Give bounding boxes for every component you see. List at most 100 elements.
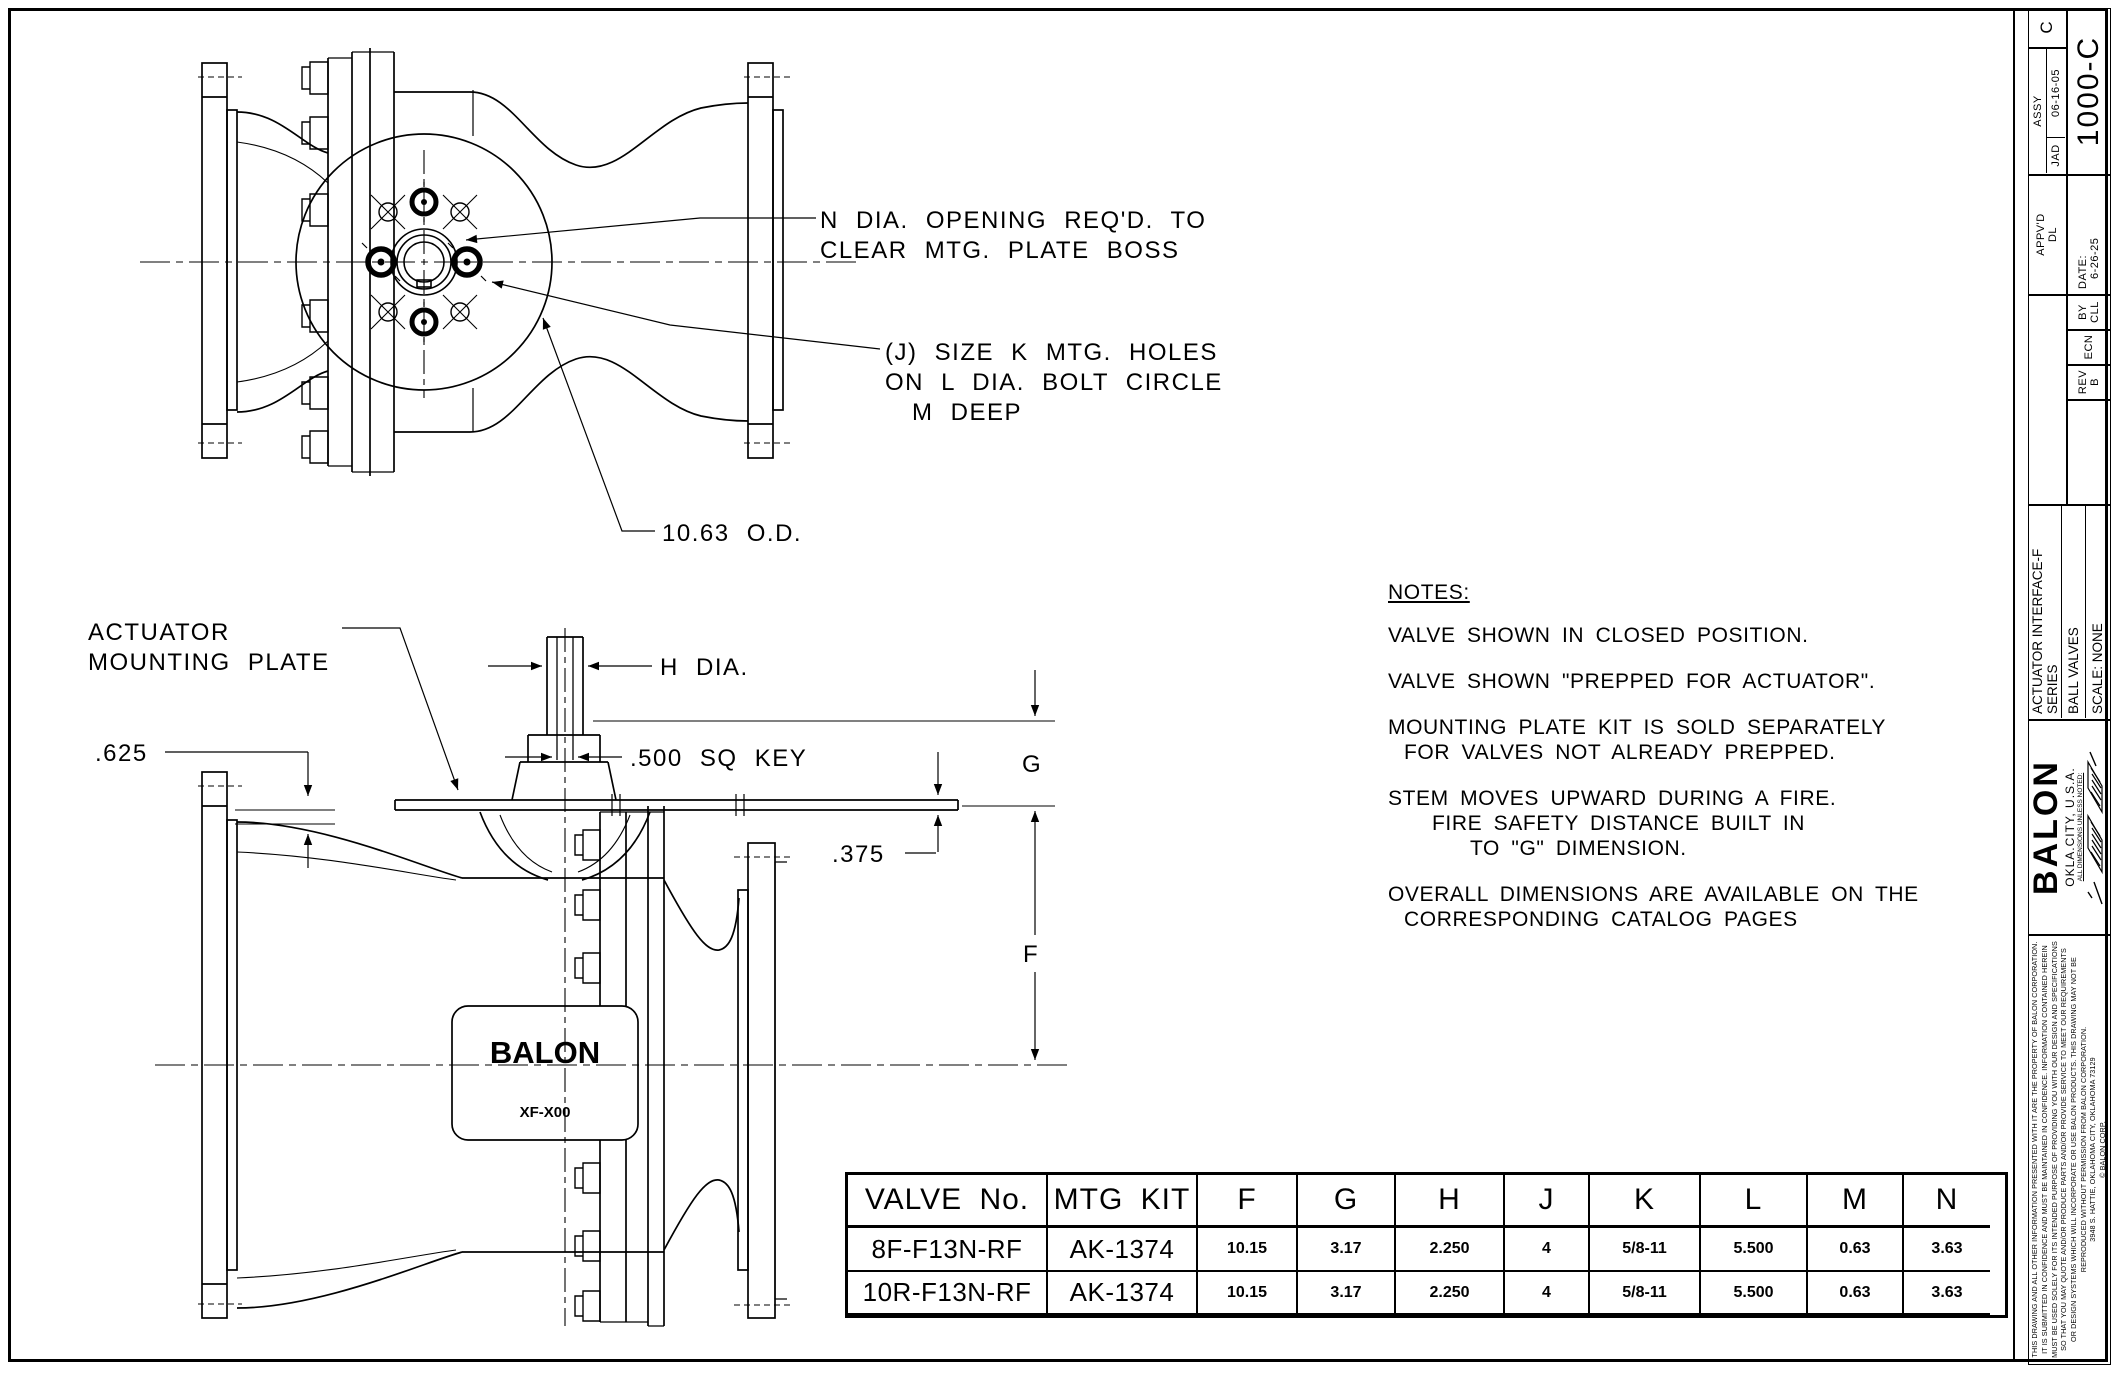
appvd-label: APPV'D	[2035, 213, 2047, 256]
table-cell: 0.63	[1808, 1228, 1904, 1272]
rev-label: REV	[2077, 369, 2089, 395]
date-value: 6-26-25	[2089, 237, 2101, 279]
by-value: CLL	[2089, 301, 2101, 323]
body-joint-bolts	[301, 48, 395, 476]
title-block-margin-line	[2013, 8, 2015, 1362]
legal-copyright: © BALON CORP.	[2098, 1121, 2108, 1178]
dim-625: .625	[95, 740, 148, 767]
n-dia-note-line2: CLEAR MTG. PLATE BOSS	[820, 237, 1179, 264]
body-faces	[462, 877, 664, 1253]
side-left-body-inner	[236, 851, 457, 1279]
n-dia-note-line1: N DIA. OPENING REQ'D. TO	[820, 207, 1206, 234]
right-body-taper	[394, 91, 749, 433]
by-label: BY	[2077, 304, 2089, 320]
assy-label: ASSY	[2029, 49, 2047, 173]
drawing-number-cell: 1000-C	[2067, 8, 2111, 175]
note-3: MOUNTING PLATE KIT IS SOLD SEPARATELY FO…	[1388, 716, 1887, 764]
legal-line: IT IS SUBMITTED IN CONFIDENCE AND MUST B…	[2039, 945, 2049, 1354]
assy-date: 06-16-05	[2050, 68, 2062, 118]
legal-line: REPRODUCED WITHOUT PERMISSION FROM BALON…	[2078, 1026, 2088, 1273]
plate-bolts	[361, 182, 487, 342]
table-cell: 2.250	[1396, 1272, 1505, 1315]
dim-g: G	[1022, 751, 1042, 778]
legal-line: THIS DRAWING AND ALL OTHER INFORMATION P…	[2030, 941, 2040, 1358]
appvd-by: DL	[2047, 226, 2059, 243]
table-cell: 10.15	[1198, 1272, 1298, 1315]
ecn-cell: ECN	[2067, 330, 2111, 365]
table-cell: 3.63	[1904, 1228, 1990, 1272]
assy-by: JAD	[2047, 137, 2065, 173]
product-title: BALL VALVES	[2062, 506, 2086, 718]
table-cell: 5/8-11	[1590, 1272, 1701, 1315]
od-label: 10.63 O.D.	[662, 520, 802, 547]
mounting-plate-circle	[295, 90, 553, 432]
col-header: N	[1904, 1175, 1990, 1228]
note-2: VALVE SHOWN "PREPPED FOR ACTUATOR".	[1388, 670, 1876, 693]
valve-tag	[451, 1005, 639, 1141]
table-cell: 5.500	[1701, 1228, 1808, 1272]
col-header: MTG KIT	[1048, 1175, 1198, 1228]
notes-section: NOTES: VALVE SHOWN IN CLOSED POSITION. V…	[1388, 580, 1948, 953]
k-mtg-holes	[370, 194, 478, 330]
scale-label: SCALE: NONE	[2090, 623, 2105, 714]
dim-375: .375	[832, 841, 885, 868]
series-cell: ACTUATOR INTERFACE-F SERIES BALL VALVES …	[2028, 505, 2111, 720]
sheet-border	[8, 8, 2108, 1362]
legal-address: 3948 S. HATTIE, OKLAHOMA CITY, OKLAHOMA …	[2088, 1057, 2098, 1242]
dimension-lines	[165, 627, 1040, 1060]
rev-letter: C	[2037, 21, 2056, 34]
rev-letter-cell: C	[2028, 8, 2067, 48]
note-1: VALVE SHOWN IN CLOSED POSITION.	[1388, 624, 1809, 647]
top-view: N DIA. OPENING REQ'D. TO CLEAR MTG. PLAT…	[140, 48, 1223, 547]
left-body-taper	[236, 111, 329, 413]
rev-cell: REV B	[2067, 365, 2111, 400]
table-cell: 3.63	[1904, 1272, 1990, 1315]
note-5: OVERALL DIMENSIONS ARE AVAILABLE ON THE …	[1388, 883, 1919, 931]
table-cell: AK-1374	[1048, 1272, 1198, 1315]
j-note-line1: (J) SIZE K MTG. HOLES	[885, 339, 1218, 366]
table-cell: 3.17	[1298, 1272, 1396, 1315]
dim-note: ALL DIMENSIONS UNLESS NOTED:	[2077, 772, 2084, 882]
left-flange-side-view	[198, 771, 242, 1319]
col-header: H	[1396, 1175, 1505, 1228]
drawing-number: 1000-C	[2072, 35, 2105, 147]
balon-logo: BALON	[2027, 759, 2065, 895]
legal-cell: THIS DRAWING AND ALL OTHER INFORMATION P…	[2028, 935, 2111, 1365]
actuator-bracket	[479, 811, 651, 881]
series-title: ACTUATOR INTERFACE-F SERIES	[2029, 506, 2062, 718]
logo-cell: BALON OKLA.CITY, U.S.A. ALL DIMENSIONS U…	[2027, 720, 2111, 935]
left-flange-top-view	[198, 62, 242, 459]
col-header: J	[1505, 1175, 1590, 1228]
appvd-cell: APPV'D DL	[2028, 175, 2067, 295]
empty-cell	[2067, 400, 2111, 505]
right-flange-side-view	[734, 842, 794, 1319]
seat-section-symbol	[2087, 751, 2103, 905]
note-4: STEM MOVES UPWARD DURING A FIRE. FIRE SA…	[1388, 787, 1837, 860]
tag-brand: BALON	[490, 1035, 600, 1070]
table-cell: 10R-F13N-RF	[848, 1272, 1048, 1315]
side-view: ACTUATOR MOUNTING PLATE .625 H DIA. .500…	[88, 619, 1072, 1327]
legal-line: OR DESIGN SYSTEMS WHICH WILL INCORPORATE…	[2069, 957, 2078, 1342]
dimension-table: VALVE No. MTG KIT F G H J K L M N 8F-F13…	[845, 1172, 2008, 1318]
dim-h-dia: H DIA.	[660, 654, 749, 681]
col-header: M	[1808, 1175, 1904, 1228]
j-note-line3: M DEEP	[912, 399, 1022, 426]
dim-sq-key: .500 SQ KEY	[630, 745, 807, 772]
legal-line: SO THAT YOU MAY QUOTE AND/OR PRODUCE PAR…	[2059, 948, 2069, 1351]
extension-lines	[235, 720, 1055, 825]
right-flange-top-view	[744, 62, 794, 459]
date-label: DATE:	[2077, 254, 2089, 289]
stem-boss	[390, 228, 458, 296]
col-header: L	[1701, 1175, 1808, 1228]
dim-f: F	[1023, 941, 1039, 968]
j-note-line2: ON L DIA. BOLT CIRCLE	[885, 369, 1223, 396]
title-block: C ASSY JAD 06-16-05 APPV'D DL 1000-C	[2027, 8, 2111, 1365]
table-cell: 4	[1505, 1272, 1590, 1315]
table-cell: 2.250	[1396, 1228, 1505, 1272]
actuator-plate-label1: ACTUATOR	[88, 619, 230, 646]
col-header: K	[1590, 1175, 1701, 1228]
col-header: VALVE No.	[848, 1175, 1048, 1228]
legal-line: MUST BE USED SOLELY FOR ITS INTENDED PUR…	[2049, 941, 2059, 1358]
